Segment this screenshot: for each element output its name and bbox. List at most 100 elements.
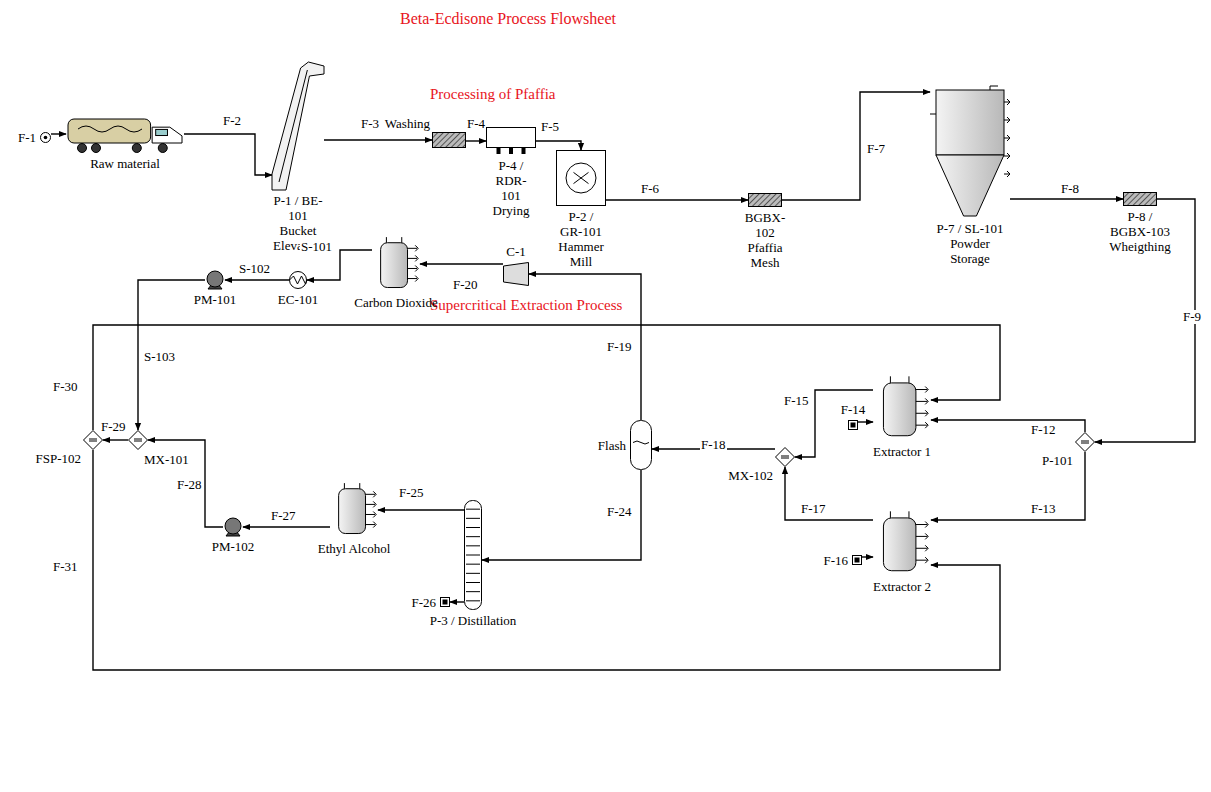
section-heading: Supercritical Extraction Process xyxy=(430,297,622,314)
stream-line xyxy=(420,263,503,264)
stream-label: F-17 xyxy=(800,502,827,516)
equipment-unit: PM-101 xyxy=(205,271,225,289)
equipment-unit: F-26 xyxy=(440,597,450,607)
equipment-unit: PM-102 xyxy=(223,518,243,536)
equipment-label: C-1 xyxy=(506,244,526,259)
equipment-icon xyxy=(40,132,51,143)
equipment-label: Carbon Dioxide xyxy=(354,295,437,310)
equipment-label: PM-101 xyxy=(194,292,237,307)
stream-label: F-28 xyxy=(176,478,203,492)
stream-line xyxy=(1010,198,1123,199)
equipment-label: FSP-102 xyxy=(35,451,81,466)
stream-line xyxy=(931,452,1085,520)
equipment-icon xyxy=(289,271,307,289)
equipment-unit: P-2 / GR-101 Hammer Mill xyxy=(556,150,606,206)
stream-line xyxy=(378,509,464,510)
equipment-unit: P-8 / BGBX-103 Wheigthing xyxy=(1123,192,1157,206)
stream-label: F-6 xyxy=(640,182,660,196)
equipment-unit: Flash xyxy=(630,420,652,470)
stream-line xyxy=(93,450,1000,670)
equipment-icon xyxy=(128,430,148,450)
equipment-label: Flash xyxy=(598,438,626,453)
equipment-unit: Raw material xyxy=(66,115,184,153)
equipment-label: PM-102 xyxy=(212,539,255,554)
equipment-unit: P-1 / BE-101 Bucket Elevation xyxy=(272,62,324,190)
equipment-icon xyxy=(1075,432,1095,452)
stream-line xyxy=(225,279,289,280)
equipment-label: P-8 / BGBX-103 Wheigthing xyxy=(1109,209,1170,254)
equipment-unit: Extractor 1 xyxy=(873,375,931,441)
equipment-icon xyxy=(503,262,529,286)
equipment-icon xyxy=(873,375,931,441)
stream-label: F-24 xyxy=(606,505,633,519)
equipment-label: P-3 / Distillation xyxy=(430,613,517,628)
stream-label: F-15 xyxy=(783,394,810,408)
stream-label: F-18 xyxy=(700,438,727,452)
stream-label: S-101 xyxy=(300,240,333,254)
equipment-unit: F-14 xyxy=(848,420,858,430)
stream-label: F-9 xyxy=(1182,310,1202,324)
equipment-label: F-16 xyxy=(823,553,848,568)
stream-label: F-27 xyxy=(270,509,297,523)
equipment-label: Washing xyxy=(385,116,430,131)
stream-label: F-12 xyxy=(1030,423,1057,437)
stream-line xyxy=(93,325,1000,430)
equipment-icon xyxy=(66,115,184,153)
equipment-unit: C-1 xyxy=(503,262,529,286)
equipment-unit: P-101 xyxy=(1075,432,1095,452)
section-heading: Processing of Pfaffia xyxy=(430,86,556,103)
stream-label: F-31 xyxy=(52,560,79,574)
equipment-icon xyxy=(748,193,782,207)
stream-label: S-103 xyxy=(143,350,176,364)
equipment-unit: F-16 xyxy=(852,555,862,565)
stream-label: F-3 xyxy=(360,117,380,131)
equipment-unit: P-4 / RDR-101 Drying xyxy=(486,127,536,155)
equipment-icon xyxy=(848,420,858,430)
stream-label: F-7 xyxy=(866,142,886,156)
stream-line xyxy=(482,470,641,560)
equipment-label: MX-102 xyxy=(728,468,773,483)
equipment-icon xyxy=(852,555,862,565)
equipment-unit: MX-102 xyxy=(775,447,795,467)
equipment-label: EC-101 xyxy=(278,292,318,307)
equipment-label: P-101 xyxy=(1042,453,1073,468)
equipment-icon xyxy=(556,150,606,206)
equipment-icon xyxy=(630,420,652,470)
stream-label: F-19 xyxy=(606,340,633,354)
equipment-label: F-1 xyxy=(18,130,36,145)
diagram-title: Beta-Ecdisone Process Flowsheet xyxy=(400,10,616,28)
stream-line xyxy=(307,250,372,280)
stream-label: F-30 xyxy=(52,380,79,394)
equipment-label: P-4 / RDR-101 Drying xyxy=(486,158,536,218)
equipment-icon xyxy=(1123,192,1157,206)
equipment-label: Ethyl Alcohol xyxy=(318,541,391,556)
stream-line xyxy=(466,140,486,141)
equipment-unit: Washing xyxy=(432,132,466,148)
stream-line xyxy=(324,139,432,140)
stream-line xyxy=(606,199,748,200)
stream-line xyxy=(858,421,873,422)
stream-label: F-25 xyxy=(398,486,425,500)
equipment-label: P-2 / GR-101 Hammer Mill xyxy=(556,209,606,269)
stream-label: F-2 xyxy=(222,114,242,128)
equipment-label: Raw material xyxy=(90,156,160,171)
stream-line xyxy=(931,420,1085,432)
equipment-unit: F-1 xyxy=(40,132,51,143)
stream-label: F-8 xyxy=(1060,182,1080,196)
equipment-label: Extractor 1 xyxy=(873,444,931,459)
stream-line xyxy=(782,92,930,200)
stream-label: F-5 xyxy=(540,120,560,134)
stream-label: F-29 xyxy=(100,420,127,434)
equipment-label: F-26 xyxy=(411,595,436,610)
equipment-icon xyxy=(372,236,420,292)
stream-line xyxy=(184,134,272,175)
equipment-unit: Extractor 2 xyxy=(873,510,931,576)
equipment-label: BGBX-102 Pfaffia Mesh xyxy=(745,210,785,270)
stream-line xyxy=(1095,199,1195,442)
equipment-label: MX-101 xyxy=(144,452,189,467)
stream-label: S-102 xyxy=(238,262,271,276)
stream-line xyxy=(785,467,873,520)
stream-line xyxy=(536,141,581,150)
stream-line xyxy=(243,526,330,527)
equipment-unit: Carbon Dioxide xyxy=(372,236,420,292)
